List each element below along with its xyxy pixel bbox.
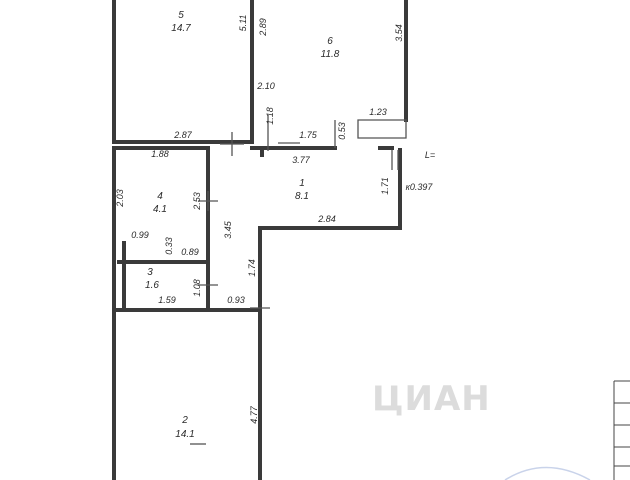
room-3-number: 3 bbox=[147, 267, 153, 278]
dim-label: 5.11 bbox=[238, 15, 248, 32]
dim-label: 3.54 bbox=[394, 24, 404, 42]
dim-label: 2.10 bbox=[256, 81, 275, 91]
room-5-number: 5 bbox=[178, 10, 184, 21]
dim-label: 4.77 bbox=[249, 405, 259, 424]
stamp-seal bbox=[504, 466, 591, 480]
dim-label: 1.18 bbox=[265, 107, 275, 125]
dim-label: 1.71 bbox=[380, 177, 390, 195]
room-1-number: 1 bbox=[299, 178, 305, 189]
dim-label: 1.59 bbox=[158, 295, 176, 305]
walls bbox=[112, 0, 408, 480]
room-labels: 5 14.7 6 11.8 4 4.1 1 8.1 3 1.6 2 14.1 bbox=[145, 10, 340, 440]
dim-label: 0.53 bbox=[337, 122, 347, 140]
room-2-area: 14.1 bbox=[175, 429, 194, 440]
room-4-area: 4.1 bbox=[153, 204, 167, 215]
dim-label: 2.89 bbox=[258, 18, 268, 37]
dim-label: 0.93 bbox=[227, 295, 245, 305]
dim-label: 1.23 bbox=[369, 107, 387, 117]
room-2-number: 2 bbox=[181, 415, 188, 426]
dim-label: 2.84 bbox=[317, 214, 336, 224]
room-6-area: 11.8 bbox=[321, 49, 340, 60]
dim-label: 2.53 bbox=[192, 192, 202, 211]
dim-label: 1.08 bbox=[192, 279, 202, 297]
cross-marks bbox=[190, 115, 300, 445]
room-6-number: 6 bbox=[327, 36, 333, 47]
room-4-number: 4 bbox=[157, 191, 163, 202]
dim-label: 2.87 bbox=[173, 130, 193, 140]
side-mark: L= bbox=[425, 150, 435, 160]
dim-label: 0.33 bbox=[164, 237, 174, 255]
dim-label: 0.89 bbox=[181, 247, 199, 257]
room-3-area: 1.6 bbox=[145, 280, 159, 291]
watermark: ЦИАН bbox=[372, 379, 491, 419]
level-mark: к0.397 bbox=[406, 182, 434, 192]
dim-label: 2.03 bbox=[115, 189, 125, 208]
dim-label: 3.45 bbox=[223, 220, 233, 239]
title-block bbox=[613, 380, 630, 480]
dimension-labels: 5.11 2.89 3.54 2.10 1.18 1.23 2.87 1.75 … bbox=[115, 15, 404, 424]
dim-label: 1.88 bbox=[151, 149, 169, 159]
dim-label: 3.77 bbox=[292, 155, 311, 165]
room-5-area: 14.7 bbox=[171, 23, 191, 34]
dim-label: 1.74 bbox=[247, 259, 257, 277]
dim-label: 1.75 bbox=[299, 130, 318, 140]
dim-label: 0.99 bbox=[131, 230, 149, 240]
room-1-area: 8.1 bbox=[295, 191, 309, 202]
